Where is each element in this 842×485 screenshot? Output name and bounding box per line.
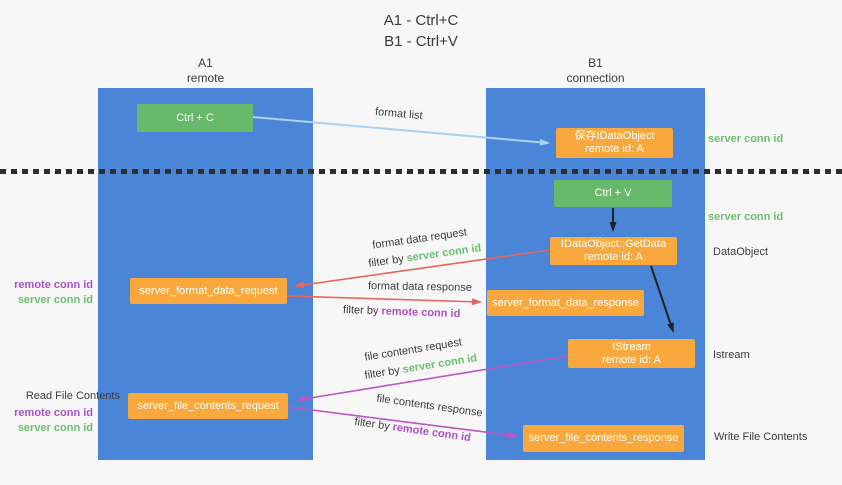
lane-header-b1: B1 connection [486,56,705,86]
format-data-response-label: format data response [367,280,473,294]
read-file-contents-label: Read File Contents [25,390,120,402]
istream-line1: IStream [612,340,651,353]
diagram-title: A1 - Ctrl+C B1 - Ctrl+V [0,10,842,52]
server-conn-id-annotation: server conn id [17,294,93,306]
file-response-filter-label: filter byremote conn id [354,416,472,444]
getdata-line1: IDataObject::GetData [560,238,667,250]
getdata-line2: remote id: A [584,251,643,263]
save-idataobject-line2: remote id: A [585,143,644,155]
server-file-contents-request-box: server_file_contents_request [128,393,288,419]
dotted-separator [0,169,842,174]
lane-header-a1: A1 remote [98,56,313,86]
save-idataobject-box: 保存IDataObject remote id: A [556,128,673,158]
istream-label: Istream [713,349,750,361]
server-format-data-request-box: server_format_data_request [130,278,287,304]
remote-conn-id-text: remote conn id [381,305,461,321]
server-conn-id-text: server conn id [405,242,482,265]
remote-conn-id-annotation: remote conn id [14,279,93,291]
lane-a1-role: remote [186,71,225,85]
lane-b1-role: connection [566,71,625,85]
file-request-label: server_file_contents_request [137,399,279,412]
lane-b1-name: B1 [588,56,603,70]
ctrl-v-box: Ctrl + V [554,180,672,207]
lane-a1-name: A1 [198,56,213,70]
ctrl-v-label: Ctrl + V [594,187,632,199]
save-idataobject-line1: 保存IDataObject [574,130,655,142]
server-conn-id-annotation-top: server conn id [708,133,784,145]
ctrl-c-box: Ctrl + C [137,104,253,132]
server-file-contents-response-box: server_file_contents_response [523,425,684,452]
format-request-label: server_format_data_request [139,284,278,297]
ctrl-c-label: Ctrl + C [176,111,214,124]
istream-box: IStream remote id: A [568,339,695,368]
title-line-1: A1 - Ctrl+C [383,12,459,29]
remote-conn-id-annotation: remote conn id [14,407,93,419]
server-format-data-response-box: server_format_data_response [487,290,644,316]
dataobject-label: DataObject [713,246,769,258]
filter-by-text: filter by [363,364,401,382]
server-conn-id-annotation: server conn id [17,422,93,434]
file-response-label: server_file_contents_response [528,432,679,444]
filter-by-text: filter by [353,415,391,433]
server-conn-id-annotation-mid: server conn id [708,211,784,223]
istream-line2: remote id: A [602,353,661,366]
remote-conn-id-text: remote conn id [391,421,472,445]
idataobject-getdata-box: IDataObject::GetData remote id: A [550,237,677,265]
format-conn-id-annotation: remote conn id server conn id [0,278,93,308]
format-response-label: server_format_data_response [492,296,639,309]
format-list-label: format list [374,105,424,123]
write-file-contents-label: Write File Contents [714,431,808,443]
file-conn-id-annotation: remote conn id server conn id [0,406,93,436]
filter-by-text: filter by [342,303,379,318]
format-data-response-arrow [286,295,482,306]
filter-by-text: filter by [367,253,405,270]
file-contents-response-label: file contents response [375,392,484,420]
title-line-2: B1 - Ctrl+V [384,33,458,50]
